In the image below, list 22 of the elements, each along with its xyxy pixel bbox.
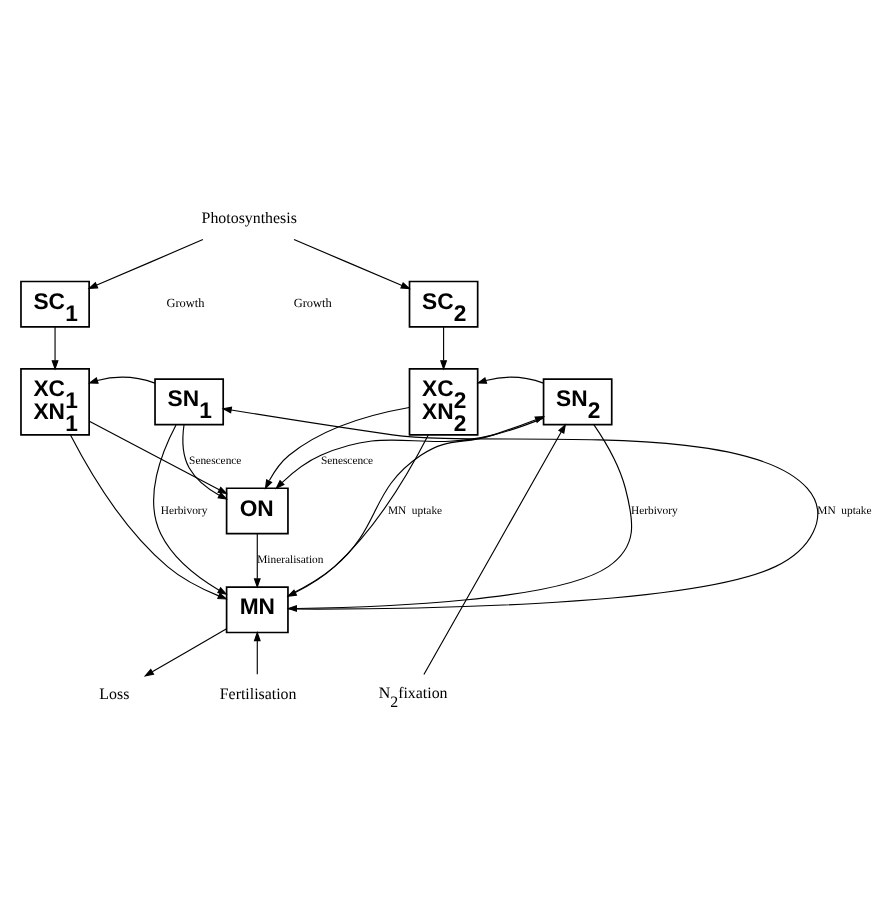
node-box: ON: [225, 487, 289, 535]
arrow: [264, 407, 410, 490]
arrow: [87, 376, 156, 384]
arrow: [253, 533, 261, 589]
arrow: [182, 424, 229, 500]
node-text: Loss: [99, 685, 130, 704]
arrow: [87, 239, 204, 290]
arrow: [423, 423, 567, 676]
node-box: MN: [225, 586, 289, 634]
arrow: [88, 420, 228, 495]
arrow: [221, 406, 819, 610]
arrow: [476, 376, 545, 384]
arrow: [51, 326, 59, 371]
arrow: [293, 239, 411, 290]
arrow: [275, 417, 545, 490]
node-text: Fertilisation: [219, 685, 297, 704]
node-text: Photosynthesis: [201, 209, 297, 228]
arrow: [253, 631, 261, 675]
arrow: [69, 434, 228, 600]
arrow: [143, 628, 228, 677]
arrow: [153, 424, 228, 596]
arrow: [440, 326, 448, 371]
